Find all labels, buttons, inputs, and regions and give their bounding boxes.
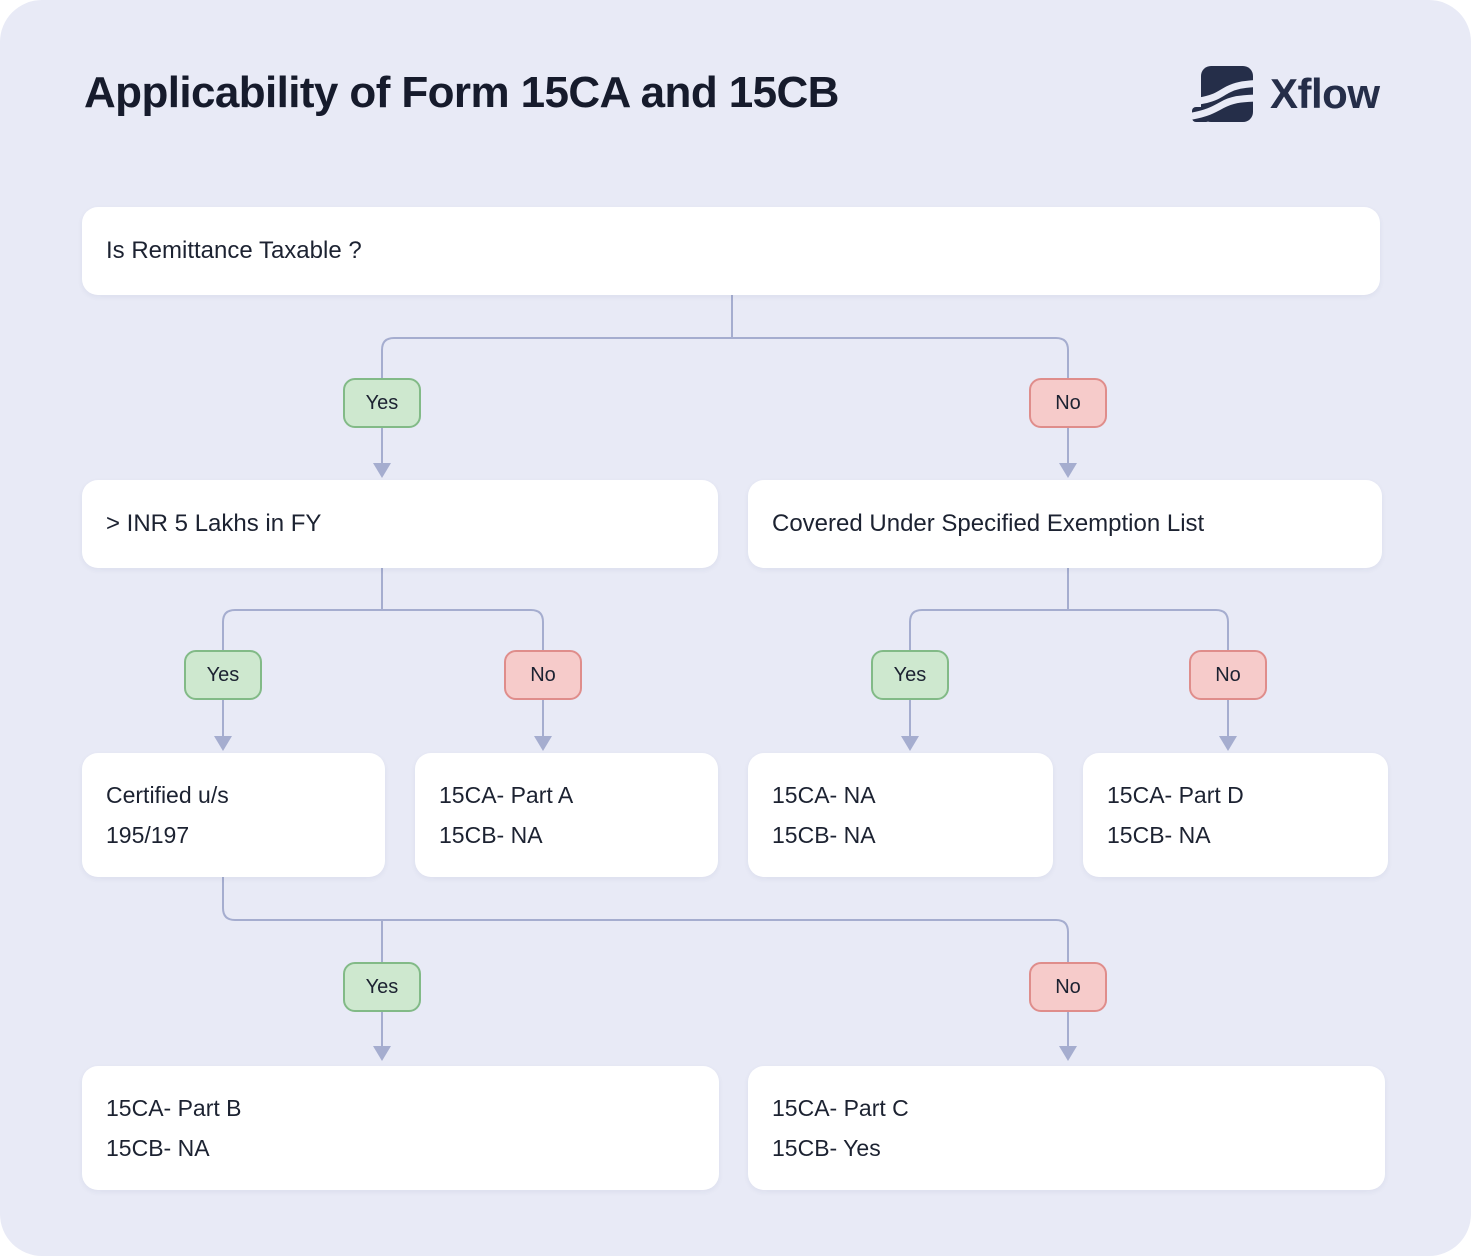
node-result-15ca-part-d: 15CA- Part D 15CB- NA — [1083, 753, 1388, 877]
arrow-down-icon — [214, 736, 232, 751]
node-text-line2: 15CB- Yes — [772, 1135, 881, 1161]
node-question-inr-5-lakhs: > INR 5 Lakhs in FY — [82, 480, 718, 568]
badge-no-remittance: No — [1029, 378, 1107, 428]
node-result-15ca-part-c: 15CA- Part C 15CB- Yes — [748, 1066, 1385, 1190]
arrow-down-icon — [1059, 463, 1077, 478]
badge-label: Yes — [365, 391, 399, 414]
node-text-line1: 15CA- Part B — [106, 1095, 242, 1121]
arrow-down-icon — [1059, 1046, 1077, 1061]
node-text-line2: 15CB- NA — [772, 822, 876, 848]
badge-label: No — [1055, 391, 1081, 414]
arrow-down-icon — [1219, 736, 1237, 751]
badge-label: No — [530, 663, 556, 686]
node-result-15ca-part-a: 15CA- Part A 15CB- NA — [415, 753, 718, 877]
node-text-line2: 15CB- NA — [1107, 822, 1211, 848]
node-result-15ca-part-b: 15CA- Part B 15CB- NA — [82, 1066, 719, 1190]
badge-yes-remittance: Yes — [343, 378, 421, 428]
xflow-brand-name: Xflow — [1270, 70, 1380, 117]
page-title: Applicability of Form 15CA and 15CB — [84, 68, 839, 117]
node-result-15ca-na: 15CA- NA 15CB- NA — [748, 753, 1053, 877]
node-text-line1: 15CA- Part A — [439, 782, 574, 808]
node-text: Covered Under Specified Exemption List — [772, 510, 1205, 537]
badge-label: No — [1215, 663, 1241, 686]
node-text-line2: 15CB- NA — [106, 1135, 210, 1161]
badge-no-inr: No — [504, 650, 582, 700]
xflow-logo-icon — [1192, 66, 1254, 122]
badge-label: No — [1055, 975, 1081, 998]
connector-path-level2 — [222, 568, 1229, 737]
badge-no-exemption: No — [1189, 650, 1267, 700]
arrow-down-icon — [901, 736, 919, 751]
badge-label: Yes — [206, 663, 240, 686]
node-text: > INR 5 Lakhs in FY — [106, 510, 322, 537]
node-result-certified-195-197: Certified u/s 195/197 — [82, 753, 385, 877]
badge-yes-inr: Yes — [184, 650, 262, 700]
node-question-exemption-list: Covered Under Specified Exemption List — [748, 480, 1382, 568]
node-text-line1: 15CA- NA — [772, 782, 876, 808]
connector-path-level1 — [381, 295, 1069, 464]
node-text-line1: 15CA- Part C — [772, 1095, 909, 1121]
node-text-line2: 15CB- NA — [439, 822, 543, 848]
xflow-brand: Xflow — [1192, 62, 1380, 126]
badge-label: Yes — [365, 975, 399, 998]
badge-label: Yes — [893, 663, 927, 686]
arrow-down-icon — [373, 1046, 391, 1061]
node-text: Is Remittance Taxable ? — [106, 237, 362, 264]
arrow-down-icon — [373, 463, 391, 478]
node-question-remittance-taxable: Is Remittance Taxable ? — [82, 207, 1380, 295]
badge-yes-certified: Yes — [343, 962, 421, 1012]
node-text-line1: 15CA- Part D — [1107, 782, 1244, 808]
node-text-line2: 195/197 — [106, 822, 190, 848]
badge-yes-exemption: Yes — [871, 650, 949, 700]
arrow-down-icon — [534, 736, 552, 751]
node-text-line1: Certified u/s — [106, 782, 229, 808]
badge-no-certified: No — [1029, 962, 1107, 1012]
